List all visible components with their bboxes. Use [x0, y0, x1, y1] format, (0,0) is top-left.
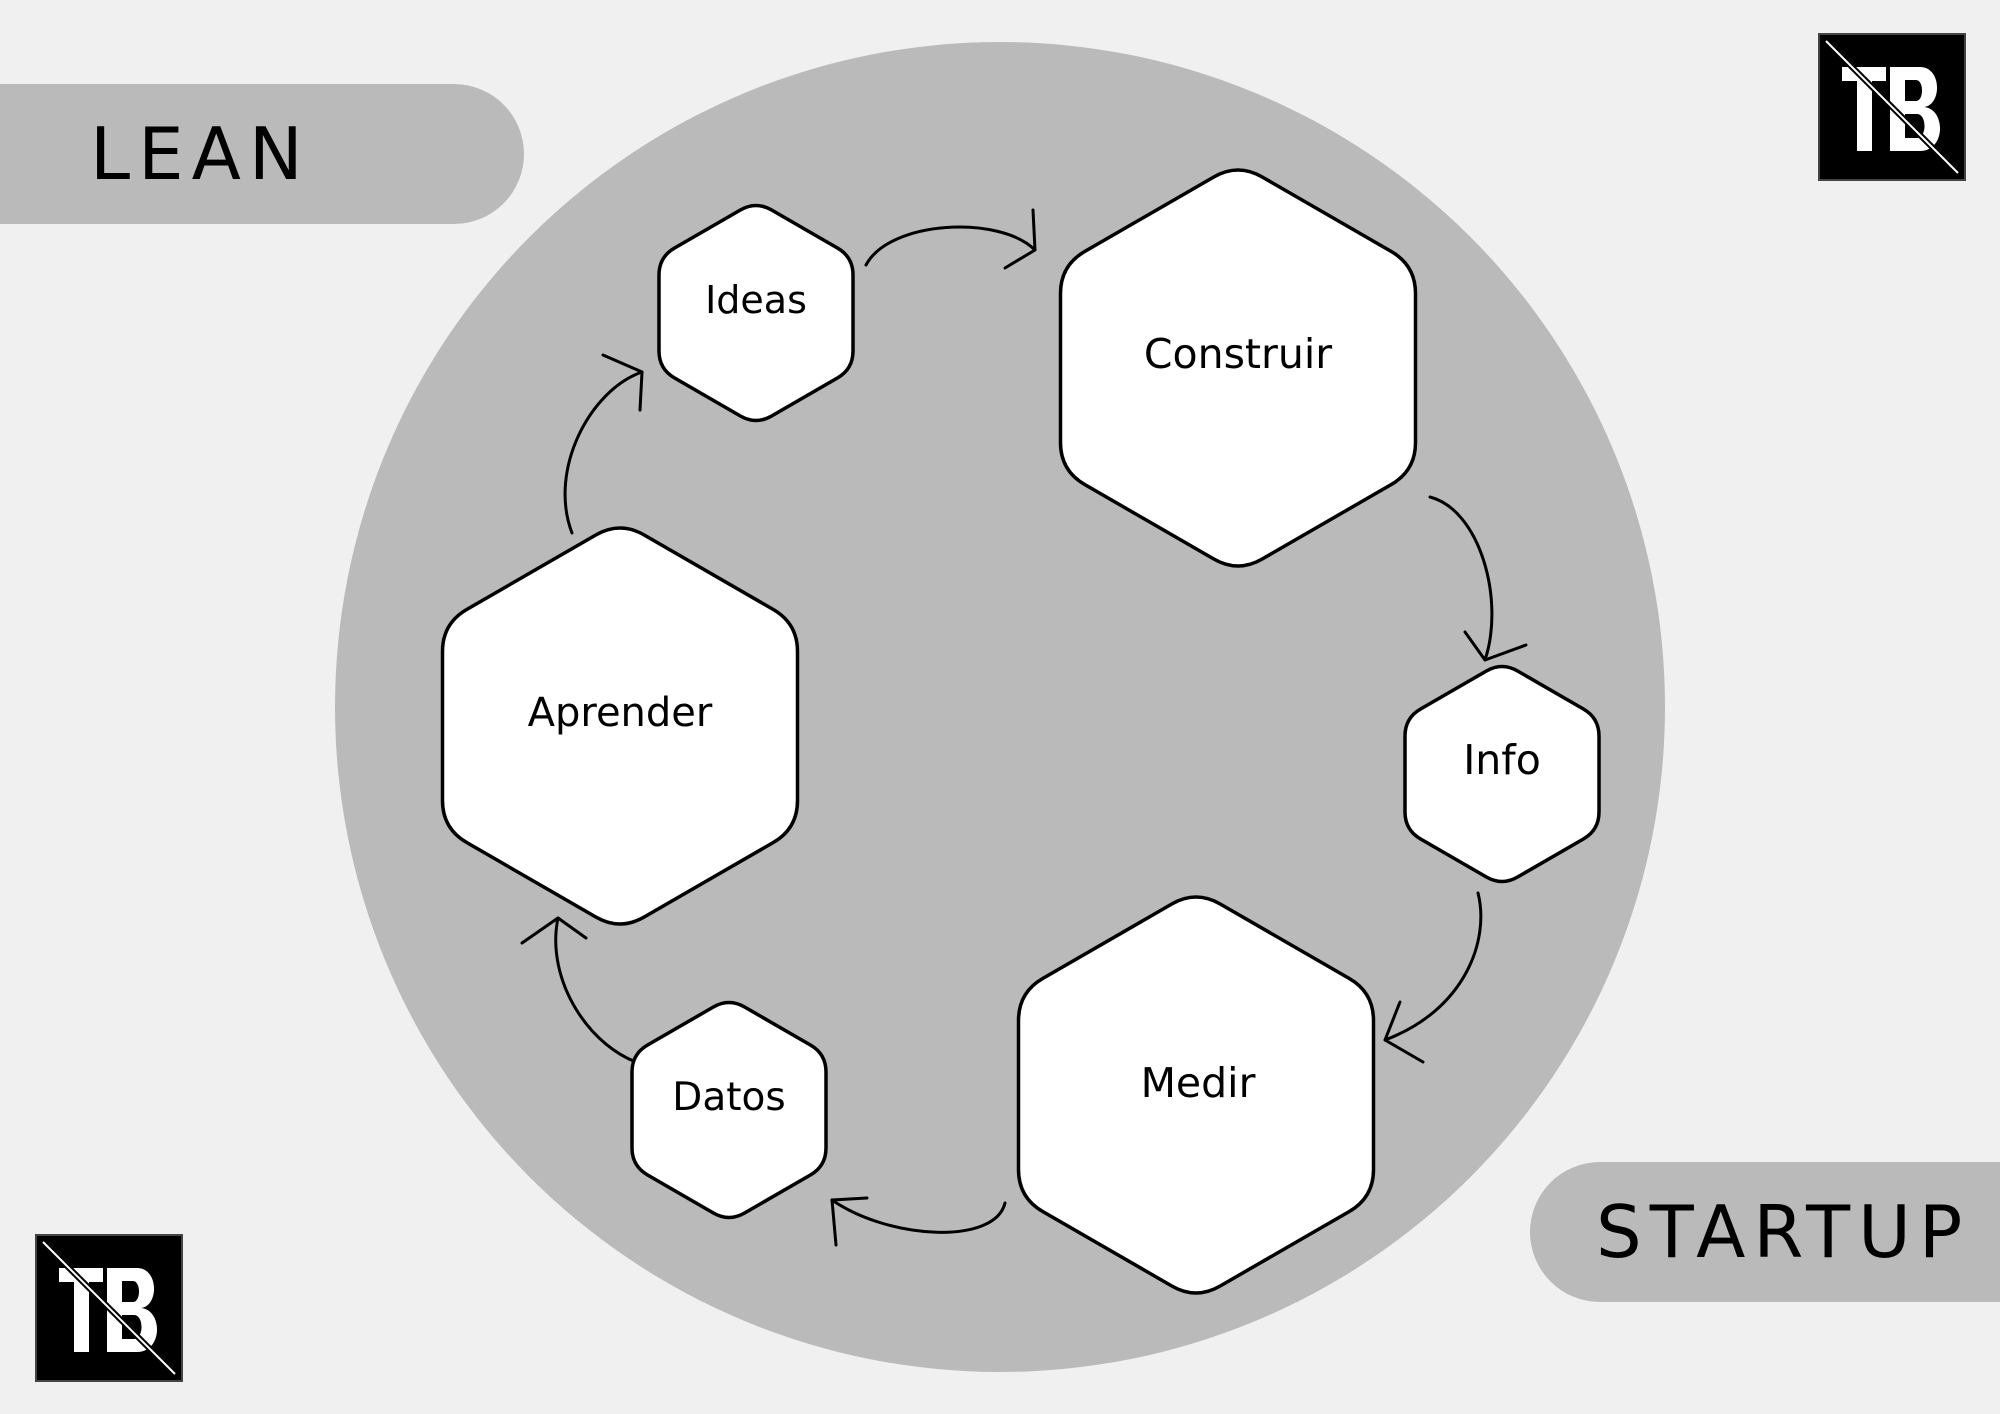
hexagon-medir: Medir — [1016, 895, 1376, 1295]
lean-banner-text: LEAN — [90, 112, 311, 196]
arrow-medir-to-datos — [830, 1196, 1007, 1247]
arrow-datos-to-aprender — [520, 916, 647, 1067]
arrow-ideas-to-construir — [864, 208, 1037, 270]
tb-logo-bottom — [35, 1234, 183, 1382]
hexagon-ideas: Ideas — [657, 203, 855, 423]
lean-banner: LEAN — [0, 84, 524, 224]
hexagon-label-aprender: Aprender — [528, 690, 713, 736]
hexagon-label-medir: Medir — [1141, 1059, 1256, 1107]
hexagon-label-ideas: Ideas — [705, 278, 807, 322]
hexagon-aprender: Aprender — [440, 526, 800, 926]
arrow-info-to-medir — [1383, 891, 1483, 1064]
hexagon-info: Info — [1403, 664, 1601, 884]
arrow-construir-to-info — [1428, 495, 1528, 662]
hexagon-label-datos: Datos — [672, 1075, 785, 1120]
arrow-aprender-to-ideas — [563, 353, 644, 535]
tb-logo-top — [1818, 33, 1966, 181]
startup-banner-text: STARTUP — [1596, 1190, 1971, 1274]
hexagon-label-info: Info — [1463, 736, 1541, 784]
hexagon-label-construir: Construir — [1144, 330, 1332, 378]
hexagon-datos: Datos — [630, 1000, 828, 1220]
tb-logo-mark — [37, 1236, 181, 1380]
startup-banner: STARTUP — [1530, 1162, 2000, 1302]
tb-logo-mark — [1820, 35, 1964, 179]
hexagon-construir: Construir — [1058, 168, 1418, 568]
